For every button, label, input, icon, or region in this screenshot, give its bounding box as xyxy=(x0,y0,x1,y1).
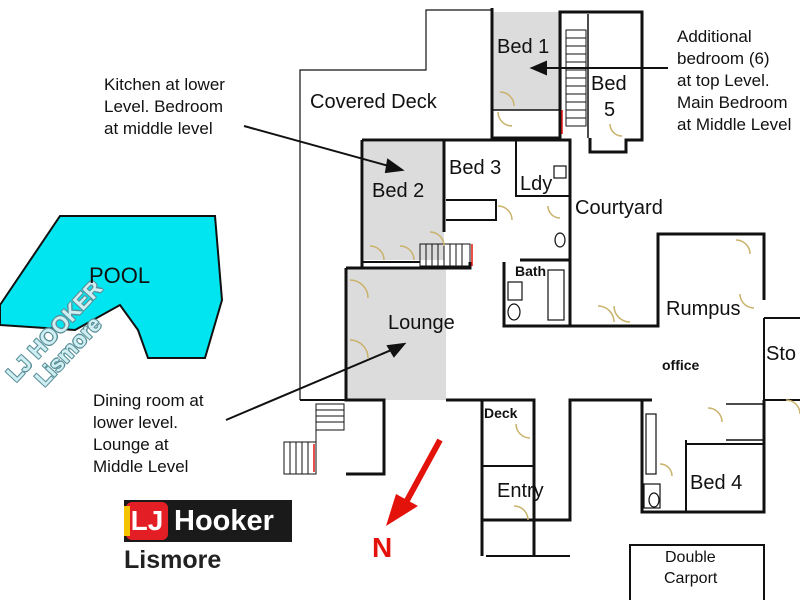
annotation-arrows xyxy=(225,60,668,421)
stairs-bed1 xyxy=(565,29,587,127)
north-label: N xyxy=(372,532,393,563)
room-label-deck: Deck xyxy=(484,405,518,421)
door-arcs xyxy=(349,91,800,521)
covered-deck-outline xyxy=(299,9,492,400)
room-label-ldy: Ldy xyxy=(520,173,553,195)
room-label-bed1: Bed 1 xyxy=(497,36,550,58)
lounge-fill xyxy=(346,268,446,400)
room-label-bed3: Bed 3 xyxy=(449,157,502,179)
bed5-walls xyxy=(588,10,644,154)
bath-fixtures xyxy=(507,165,661,509)
room-label-carport-2: Carport xyxy=(664,570,718,587)
carport-walls xyxy=(629,544,765,600)
brand-name: Hooker xyxy=(174,505,274,537)
entry-bottom xyxy=(482,398,652,522)
annotation-dining: Dining room at lower level. Lounge at Mi… xyxy=(93,391,204,476)
corridor-bottom-wall xyxy=(446,398,536,556)
annotation-kitchen: Kitchen at lower Level. Bedroom at middl… xyxy=(104,75,225,138)
brand-badge: LJ xyxy=(124,502,168,540)
pool-shape xyxy=(0,215,224,359)
room-label-bath: Bath xyxy=(515,263,547,279)
stairs-lower-2 xyxy=(283,430,317,475)
corridor-top-wall xyxy=(568,232,766,328)
annotation-additional-bedroom: Additional bedroom (6) at top Level. Mai… xyxy=(677,27,792,134)
red-marks xyxy=(313,110,563,472)
room-label-bed5: Bed xyxy=(591,73,627,95)
brand-logo: LJ Hooker xyxy=(124,500,292,542)
bed1-fill xyxy=(492,12,562,110)
room-label-rumpus: Rumpus xyxy=(666,298,741,320)
room-label-pool: POOL xyxy=(89,263,151,288)
room-label-store: Sto xyxy=(766,343,797,365)
bed2-walls xyxy=(362,138,572,262)
room-label-carport-1: Double xyxy=(665,549,716,566)
room-label-office: office xyxy=(662,357,700,373)
room-label-courtyard: Courtyard xyxy=(575,197,663,219)
room-label-bed2: Bed 2 xyxy=(372,180,425,202)
office-walls xyxy=(640,400,766,514)
brand-office: Lismore xyxy=(124,546,222,574)
bed2-fill xyxy=(364,142,444,260)
room-label-bed4: Bed 4 xyxy=(690,472,743,494)
room-label-covered-deck: Covered Deck xyxy=(310,91,437,113)
stairs-lower-1 xyxy=(315,403,345,431)
room-label-lounge: Lounge xyxy=(388,312,455,334)
room-label-entry: Entry xyxy=(497,480,544,502)
north-arrow-icon xyxy=(386,438,443,526)
office-desk xyxy=(726,403,765,441)
bed3-bottom-wall xyxy=(446,199,497,221)
stairs-middle xyxy=(419,243,471,267)
room-label-bed5-num: 5 xyxy=(604,99,616,121)
bed1-walls xyxy=(490,8,588,140)
ldy-walls xyxy=(515,140,570,197)
